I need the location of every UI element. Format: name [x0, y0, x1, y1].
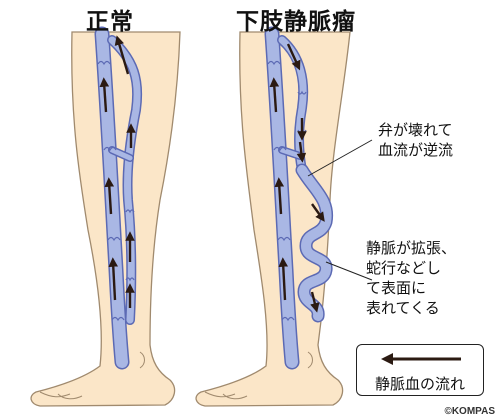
annotation-vein-dilated: 静脈が拡張、 蛇行などし て表面に 表れてくる: [366, 239, 457, 317]
valve-leader-line: [307, 139, 373, 177]
title-varicose: 下肢静脈瘤: [236, 9, 356, 35]
title-normal: 正常: [86, 9, 134, 35]
annotation-valve-broken: 弁が壊れて 血流が逆流: [378, 121, 454, 159]
varicose-valves: [267, 60, 307, 322]
normal-flow-arrows: [99, 35, 136, 308]
legend-label: 静脈血の流れ: [374, 375, 465, 393]
copyright-credit: ©KOMPAS: [444, 406, 495, 417]
normal-valves: [97, 60, 135, 322]
normal-leg-skin: [30, 31, 181, 407]
legend-arrow-icon: [381, 353, 461, 365]
varicose-flow-arrows: [269, 43, 325, 313]
legend: 静脈血の流れ: [356, 344, 484, 396]
varicose-leg: [195, 26, 351, 407]
normal-leg: [30, 26, 181, 407]
dilation-leader-line: [325, 261, 373, 281]
